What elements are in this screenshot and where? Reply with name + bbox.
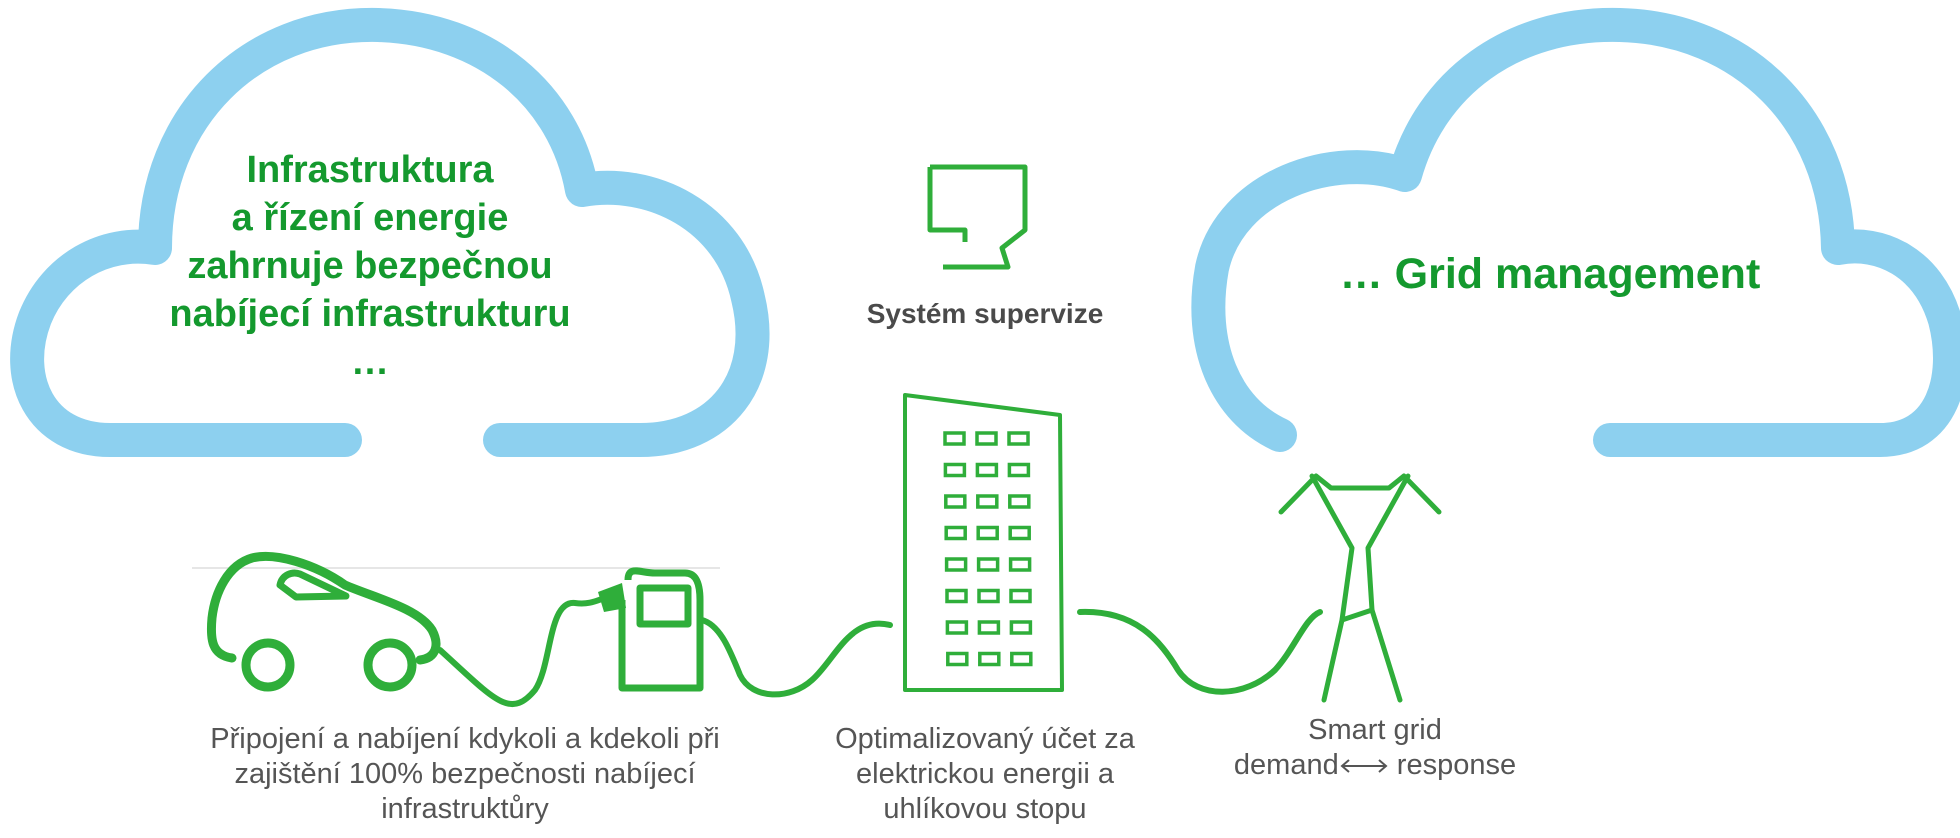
- supervision-label: Systém supervize: [866, 298, 1104, 329]
- building-window: [1010, 651, 1033, 667]
- building-window: [975, 431, 998, 446]
- cable-station-building: [699, 617, 893, 698]
- building-window: [1009, 588, 1032, 604]
- building-window: [945, 588, 968, 604]
- building-window: [1008, 525, 1031, 541]
- left-cloud: [10, 7, 770, 457]
- building-window: [976, 557, 1000, 572]
- charging-caption-line: zajištění 100% bezpečnosti nabíjecí: [234, 758, 696, 790]
- building-window: [977, 620, 1001, 635]
- smart-grid-line: Smart grid: [1308, 714, 1442, 746]
- grid-management-title: … Grid management: [1339, 250, 1761, 298]
- response-label: response: [1396, 749, 1517, 781]
- building-window: [1008, 557, 1032, 572]
- charging-station-icon: [618, 567, 704, 692]
- charging-caption: Připojení a nabíjení kdykoli a kdekoli p…: [165, 722, 765, 827]
- building-window: [1007, 462, 1031, 478]
- left-cloud-line: nabíjecí infrastrukturu: [169, 293, 571, 335]
- building-window: [978, 651, 1001, 667]
- building-window: [975, 462, 999, 478]
- building-caption-line: Optimalizovaný účet za: [835, 723, 1135, 755]
- building-window: [944, 525, 967, 541]
- building-window: [944, 557, 968, 572]
- cable-car-station: [437, 595, 608, 708]
- charging-caption-line: infrastruktůry: [381, 793, 549, 825]
- cable-building-pylon: [1077, 608, 1323, 695]
- power-pylon-icon: [1278, 473, 1442, 703]
- building-window: [945, 620, 969, 635]
- building-window: [976, 494, 999, 509]
- building-caption-line: elektrickou energii a: [856, 758, 1114, 790]
- building-caption: Optimalizovaný účet za elektrickou energ…: [800, 722, 1170, 827]
- left-cloud-text: Infrastruktura a řízení energie zahrnuje…: [130, 146, 610, 386]
- left-cloud-line: a řízení energie: [231, 197, 509, 239]
- left-cloud-line: Infrastruktura: [246, 149, 494, 191]
- building-caption-line: uhlíkovou stopu: [883, 793, 1087, 825]
- double-arrow-icon: [1340, 759, 1388, 774]
- smart-grid-caption: Smart grid demand response: [1185, 713, 1565, 783]
- smart-grid-demand-response: demand response: [1185, 748, 1565, 783]
- left-cloud-line: …: [351, 341, 389, 383]
- building-window: [944, 494, 967, 509]
- monitor-icon: [927, 164, 1028, 270]
- building-window: [1008, 494, 1031, 509]
- demand-label: demand: [1233, 749, 1339, 781]
- building-window: [946, 651, 969, 667]
- building-window: [977, 588, 1000, 604]
- building-window: [976, 525, 999, 541]
- building-window: [943, 431, 966, 446]
- building-icon: [903, 393, 1064, 692]
- right-cloud: [1191, 7, 1960, 457]
- building-window: [943, 462, 967, 478]
- building-window: [1009, 620, 1033, 635]
- left-cloud-line: zahrnuje bezpečnou: [187, 245, 553, 287]
- car-icon: [206, 551, 441, 692]
- charging-caption-line: Připojení a nabíjení kdykoli a kdekoli p…: [210, 723, 720, 755]
- building-window: [1007, 431, 1030, 446]
